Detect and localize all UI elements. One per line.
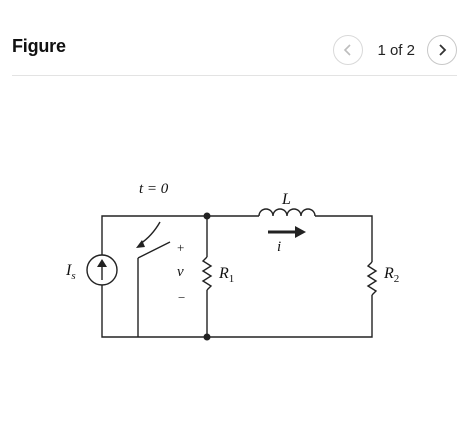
figure-title: Figure <box>12 36 66 56</box>
resistor-r2 <box>366 261 378 296</box>
node-bottom <box>203 333 211 341</box>
switch-blade <box>137 241 171 259</box>
current-label: i <box>277 239 281 255</box>
next-figure-button[interactable] <box>427 35 457 65</box>
chevron-right-icon <box>439 44 447 56</box>
source-label-main: I <box>65 262 72 279</box>
r1-label: R1 <box>218 265 234 285</box>
figure-pager: 1 of 2 <box>333 35 457 65</box>
r2-label-sub: 2 <box>394 273 400 285</box>
voltage-label: v <box>177 264 184 280</box>
figure-header: Figure 1 of 2 <box>0 0 465 76</box>
r1-label-sub: 1 <box>229 273 235 285</box>
switch-arrow <box>139 221 161 245</box>
header-divider <box>12 75 457 76</box>
r2-label: R2 <box>383 265 399 285</box>
node-top <box>203 212 211 220</box>
switch-time-label: t = 0 <box>139 181 169 197</box>
wire-r2-bottom <box>207 295 373 338</box>
switch-arrowhead <box>136 240 145 248</box>
chevron-left-icon <box>344 44 352 56</box>
wire-top-right <box>315 215 373 262</box>
page-total: 2 <box>406 41 415 59</box>
voltage-minus: − <box>178 290 185 305</box>
page-counter: 1 of 2 <box>377 42 415 59</box>
current-arrowhead <box>295 226 306 238</box>
source-label-sub: s <box>71 270 75 282</box>
r2-label-main: R <box>383 265 394 282</box>
source-arrowhead <box>97 259 107 267</box>
voltage-plus: + <box>177 240 184 255</box>
inductor-label: L <box>281 191 291 208</box>
resistor-r1 <box>201 256 213 291</box>
inductor <box>258 208 316 217</box>
page-of: of <box>389 41 403 59</box>
r1-label-main: R <box>218 265 229 282</box>
prev-figure-button[interactable] <box>333 35 364 65</box>
page-current: 1 <box>377 41 386 59</box>
source-label: Is <box>65 262 76 282</box>
